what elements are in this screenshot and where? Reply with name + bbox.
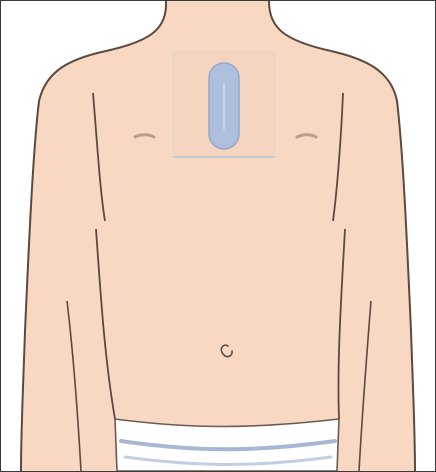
torso-illustration	[1, 1, 435, 471]
torso-diagram	[0, 0, 436, 472]
